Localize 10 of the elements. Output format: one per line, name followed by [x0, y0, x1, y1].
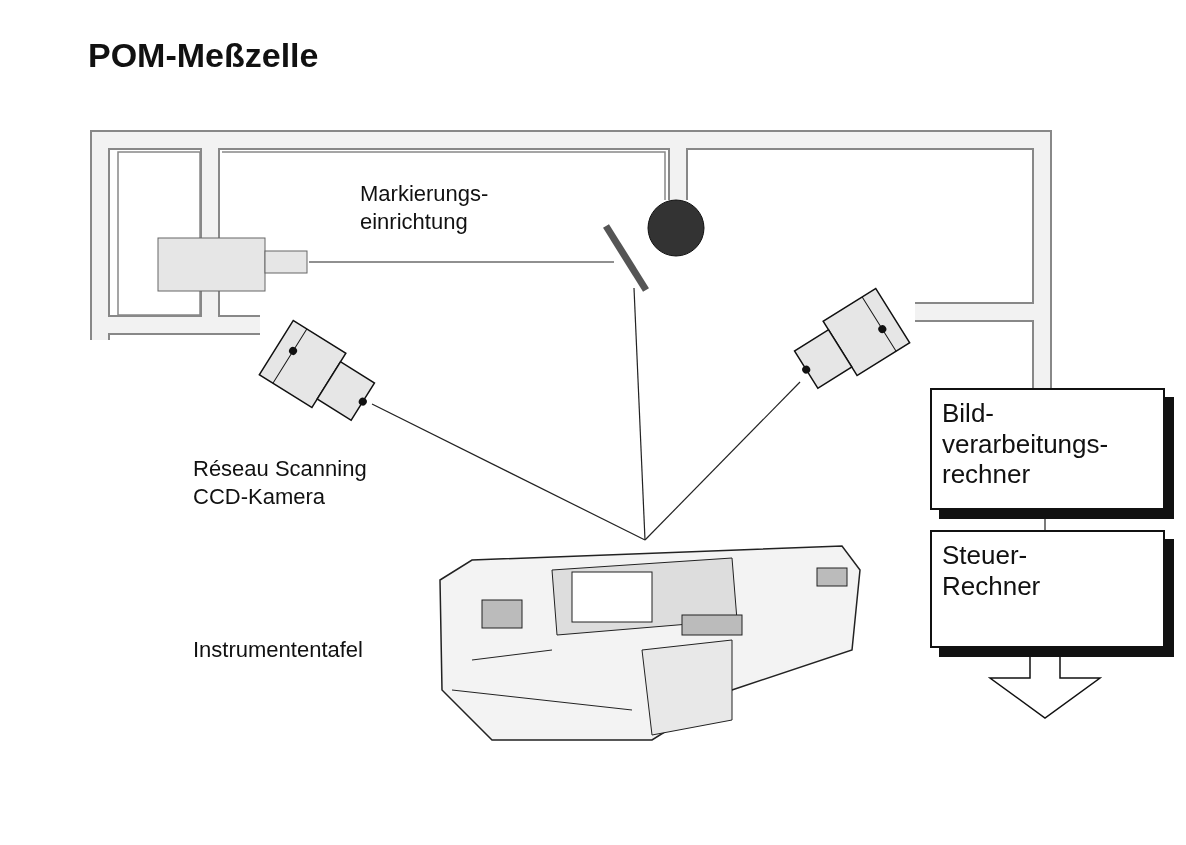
laser-projector-drawing — [157, 237, 309, 292]
part-label: Markierungs- einrichtung — [360, 180, 490, 235]
laser-beam — [308, 261, 615, 263]
title: POM-Meßzelle — [88, 35, 319, 76]
part-label: Réseau Scanning CCD-Kamera — [193, 455, 368, 510]
connector-line — [371, 403, 646, 541]
mirror-drawing — [600, 222, 652, 294]
part-label: Instrumententafel — [193, 636, 364, 664]
connector-line — [644, 381, 801, 541]
laser-beam — [633, 287, 646, 541]
